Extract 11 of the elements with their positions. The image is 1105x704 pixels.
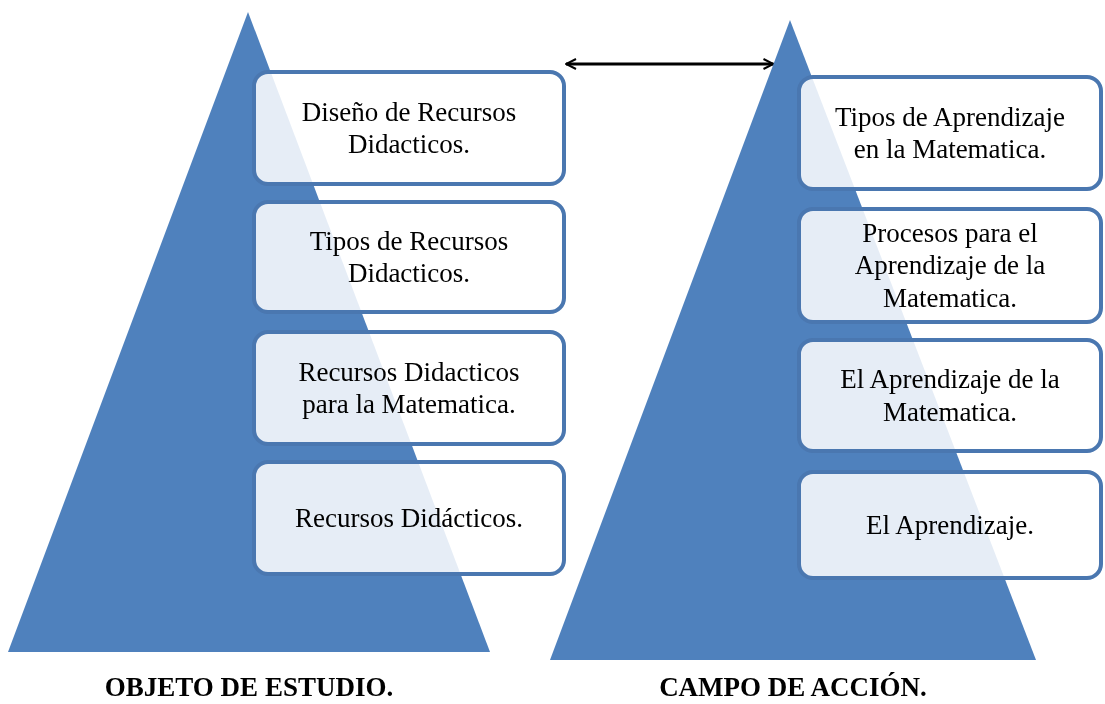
level-box: El Aprendizaje. [797,470,1103,580]
level-box: El Aprendizaje de la Matematica. [797,338,1103,453]
level-box: Tipos de Recursos Didacticos. [252,200,566,314]
level-box: Procesos para el Aprendizaje de la Matematica. [797,207,1103,324]
level-box: Tipos de Aprendizaje en la Matematica. [797,75,1103,191]
pyramid-caption: OBJETO DE ESTUDIO. [103,672,395,703]
level-box: Recursos Didacticos para la Matematica. [252,330,566,446]
pyramid-caption: CAMPO DE ACCIÓN. [658,672,928,703]
level-box: Recursos Didácticos. [252,460,566,576]
double-arrow [565,58,775,70]
level-box: Diseño de Recursos Didacticos. [252,70,566,186]
